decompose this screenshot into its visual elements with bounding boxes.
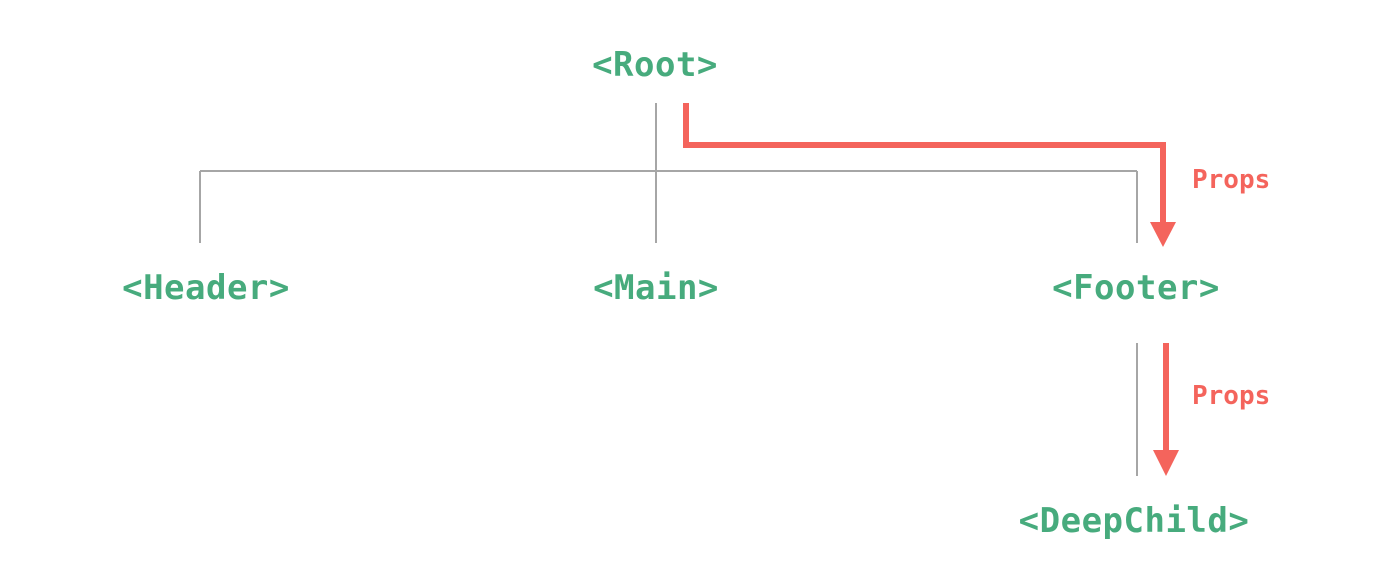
props-label-root-to-footer: Props bbox=[1192, 165, 1271, 195]
props-arrowhead-root-to-footer bbox=[1150, 222, 1176, 247]
props-arrowhead-footer-to-deepchild bbox=[1153, 450, 1179, 476]
node-footer: <Footer> bbox=[1052, 268, 1220, 308]
node-main: <Main> bbox=[593, 268, 719, 308]
props-label-footer-to-deepchild: Props bbox=[1192, 381, 1271, 411]
props-arrow-root-to-footer bbox=[683, 103, 1166, 224]
node-root: <Root> bbox=[592, 45, 718, 85]
node-header: <Header> bbox=[122, 268, 290, 308]
node-deepchild: <DeepChild> bbox=[1018, 501, 1250, 541]
